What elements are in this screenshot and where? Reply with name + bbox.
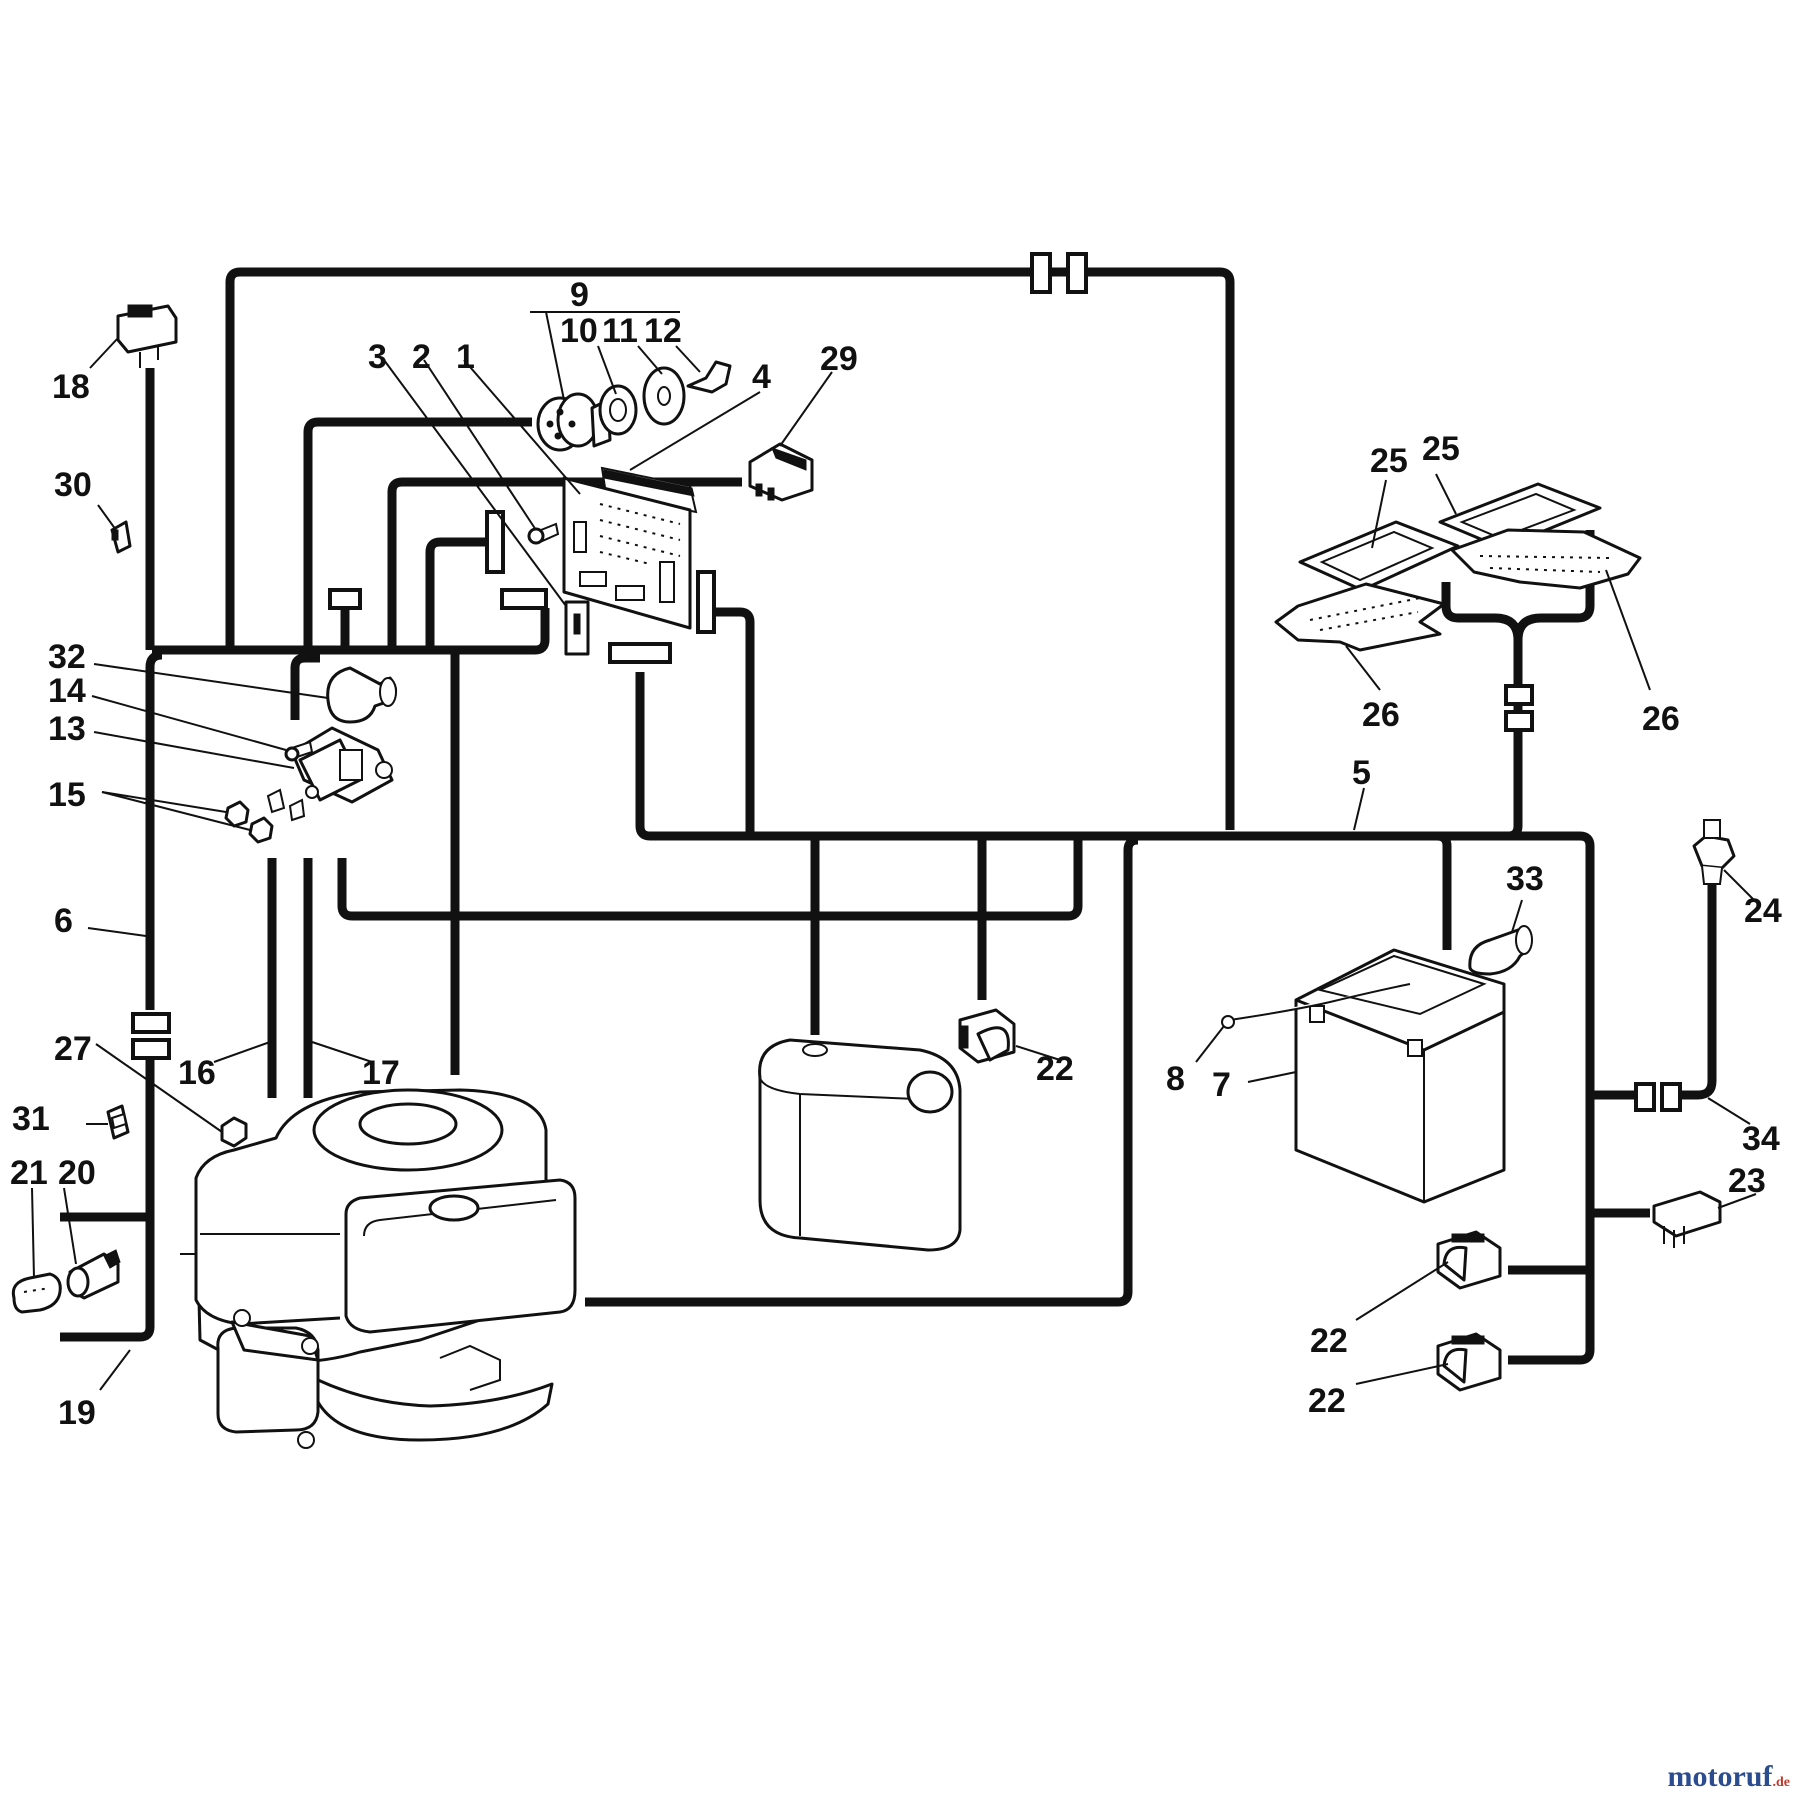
callout-7: 7 — [1212, 1066, 1231, 1104]
callout-32: 32 — [48, 638, 86, 676]
ignition-switch-icon — [536, 360, 732, 452]
callout-3: 3 — [368, 338, 387, 376]
callout-19: 19 — [58, 1394, 96, 1432]
callout-22-a: 22 — [1036, 1050, 1074, 1088]
callout-27: 27 — [54, 1030, 92, 1068]
fuel-tank-icon — [758, 1038, 962, 1252]
callout-25-b: 25 — [1422, 430, 1460, 468]
callout-16: 16 — [178, 1054, 216, 1092]
board-screw-icon — [527, 522, 560, 545]
safety-switch-icon — [1436, 1230, 1502, 1290]
starter-solenoid-icon — [290, 726, 394, 804]
callout-9: 9 — [570, 276, 589, 314]
watermark-suffix: .de — [1772, 1775, 1791, 1790]
callout-17: 17 — [362, 1054, 400, 1092]
battery-cap-icon — [1468, 925, 1533, 976]
callout-labels: 1 2 3 4 5 6 7 8 9 10 11 12 13 14 15 16 1… — [10, 276, 1782, 1432]
nut-icon — [224, 788, 306, 844]
rocker-switch-icon — [116, 304, 178, 368]
callout-2: 2 — [412, 338, 431, 376]
callout-13: 13 — [48, 710, 86, 748]
callout-1: 1 — [456, 338, 475, 376]
wire-clip-icon — [106, 1104, 130, 1140]
callout-14: 14 — [48, 672, 86, 710]
callout-23: 23 — [1728, 1162, 1766, 1200]
callout-33: 33 — [1506, 860, 1544, 898]
inline-connectors — [131, 252, 1682, 1112]
rubber-cap-icon — [326, 666, 397, 724]
callout-24: 24 — [1744, 892, 1782, 930]
brake-switch-icon — [1436, 1332, 1502, 1392]
callout-10: 10 — [560, 312, 598, 350]
callout-12: 12 — [644, 312, 682, 350]
engine-nut-icon — [220, 1116, 248, 1148]
bulb-icon — [11, 1272, 62, 1314]
callout-26-b: 26 — [1642, 700, 1680, 738]
callout-11: 11 — [602, 312, 638, 350]
fuse-icon — [564, 600, 590, 656]
wiring-harness — [60, 267, 1717, 1365]
callout-21: 21 — [10, 1154, 48, 1192]
callout-26-a: 26 — [1362, 696, 1400, 734]
diode-icon — [1652, 1190, 1722, 1248]
watermark: motoruf.de — [1668, 1760, 1790, 1794]
callout-22-b: 22 — [1310, 1322, 1348, 1360]
watermark-brand: motoruf — [1667, 1760, 1773, 1793]
circuit-board-icon — [562, 476, 692, 630]
relay-icon — [748, 442, 814, 502]
oil-sensor-icon — [1692, 819, 1736, 885]
callout-8: 8 — [1166, 1060, 1185, 1098]
label-strip-icon — [600, 466, 698, 514]
callout-15: 15 — [48, 776, 86, 814]
battery-icon — [1221, 948, 1506, 1204]
callout-34: 34 — [1742, 1120, 1780, 1158]
callout-29: 29 — [820, 340, 858, 378]
callout-25-a: 25 — [1370, 442, 1408, 480]
engine-icon — [180, 1088, 577, 1449]
callout-31: 31 — [12, 1100, 50, 1138]
callout-5: 5 — [1352, 754, 1371, 792]
leader-lines — [31, 311, 1757, 1391]
callout-22-c: 22 — [1308, 1382, 1346, 1420]
seat-switch-icon — [958, 1008, 1016, 1064]
callout-4: 4 — [752, 358, 771, 396]
callout-18: 18 — [52, 368, 90, 406]
callout-20: 20 — [58, 1154, 96, 1192]
screw-icon — [284, 740, 314, 762]
callout-30: 30 — [54, 466, 92, 504]
lamp-socket-icon — [66, 1249, 121, 1300]
callout-6: 6 — [54, 902, 73, 940]
membrane-panel-icon — [1274, 482, 1642, 652]
